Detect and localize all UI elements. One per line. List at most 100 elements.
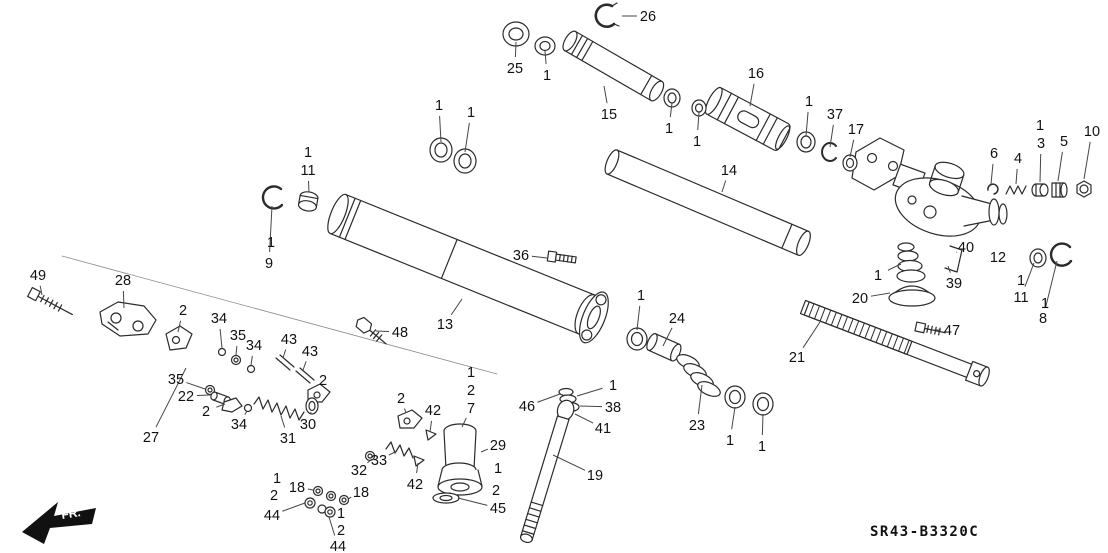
callout-23: 23 (689, 418, 705, 434)
callout-1: 1 (337, 506, 345, 522)
leader-line (235, 345, 238, 356)
leader-line (464, 122, 470, 153)
diagram-artwork (27, 2, 1092, 544)
callout-43: 43 (302, 344, 318, 360)
callout-1: 1 (435, 98, 443, 114)
leader-line (603, 85, 608, 104)
callout-40: 40 (958, 240, 974, 256)
leader-line (186, 382, 206, 390)
callout-42: 42 (407, 477, 423, 493)
callout-19: 19 (587, 468, 603, 484)
leader-line (544, 50, 547, 65)
part-clip-right (1049, 242, 1073, 267)
callout-1: 1 (637, 288, 645, 304)
callout-10: 10 (1084, 124, 1100, 140)
callout-1: 1 (467, 365, 475, 381)
callout-1: 1 (693, 134, 701, 150)
leader-line (802, 321, 821, 349)
fr-label: FR. (60, 505, 81, 522)
leader-lines (39, 15, 1091, 536)
callout-11: 11 (1013, 290, 1028, 306)
part-valve-sleeve (704, 86, 791, 151)
part-tie-rod (519, 387, 580, 544)
callout-1: 1 (267, 235, 275, 251)
callout-44: 44 (330, 539, 346, 553)
leader-line (579, 405, 603, 408)
leader-line (636, 305, 641, 331)
callout-34: 34 (246, 338, 262, 354)
leader-line (749, 83, 755, 107)
part-seal-ring (453, 148, 477, 174)
leader-line (829, 124, 834, 148)
callout-2: 2 (467, 383, 475, 399)
leader-line (177, 320, 182, 333)
leader-line (870, 292, 891, 297)
callout-27: 27 (143, 430, 159, 446)
callout-1: 1 (665, 121, 673, 137)
leader-line (404, 408, 407, 414)
part-code: SR43-B3320C (870, 524, 979, 540)
part-clip-37 (821, 142, 837, 162)
leader-line (282, 502, 306, 512)
leader-line (416, 462, 419, 474)
part-feed-pipe (604, 149, 811, 256)
callout-37: 37 (827, 107, 843, 123)
leader-line (990, 163, 994, 185)
callout-2: 2 (319, 373, 327, 389)
part-bolt-49 (27, 286, 73, 316)
callout-35: 35 (230, 328, 246, 344)
callout-43: 43 (281, 332, 297, 348)
callout-21: 21 (789, 350, 805, 366)
leader-line (514, 41, 517, 58)
callout-5: 5 (1060, 134, 1068, 150)
callout-18: 18 (289, 480, 305, 496)
callout-25: 25 (507, 61, 523, 77)
leader-line (280, 415, 286, 428)
callout-15: 15 (601, 107, 617, 123)
fr-direction-arrow: FR. (22, 502, 96, 544)
callout-1: 1 (304, 145, 312, 161)
callout-31: 31 (280, 431, 296, 447)
leader-line (367, 458, 373, 464)
callout-2: 2 (270, 488, 278, 504)
callout-34: 34 (231, 417, 247, 433)
callout-1: 1 (874, 268, 882, 284)
callout-1: 1 (273, 471, 281, 487)
leader-line (457, 497, 488, 506)
part-adjuster-set (987, 180, 1092, 198)
leader-line (244, 410, 248, 415)
callout-45: 45 (490, 501, 506, 517)
leader-line (216, 403, 226, 408)
leader-line (731, 406, 736, 430)
leader-line (122, 290, 125, 309)
leader-line (250, 355, 253, 366)
callout-8: 8 (1039, 311, 1047, 327)
part-ring-right (1029, 248, 1047, 268)
callout-1: 1 (1017, 273, 1025, 289)
leader-line (450, 298, 463, 316)
callout-6: 6 (990, 146, 998, 162)
callout-41: 41 (595, 421, 611, 437)
part-left-cluster (165, 325, 331, 421)
leader-line (1045, 260, 1058, 308)
group-boundary-line (61, 255, 498, 375)
leader-line (388, 450, 398, 456)
callout-1: 1 (467, 105, 475, 121)
callout-48: 48 (392, 325, 408, 341)
leader-line (282, 349, 287, 359)
callout-34: 34 (211, 311, 227, 327)
part-clip-9 (261, 185, 284, 210)
part-gearbox-housing (851, 137, 1008, 237)
callout-17: 17 (848, 122, 864, 138)
leader-line (1083, 141, 1091, 180)
leader-line (662, 327, 673, 347)
leader-line (375, 330, 390, 333)
leader-line (849, 139, 855, 158)
callout-1: 1 (494, 461, 502, 477)
part-washer-set (304, 485, 350, 518)
leader-line (574, 413, 594, 424)
part-cylinder-tube (327, 193, 609, 344)
